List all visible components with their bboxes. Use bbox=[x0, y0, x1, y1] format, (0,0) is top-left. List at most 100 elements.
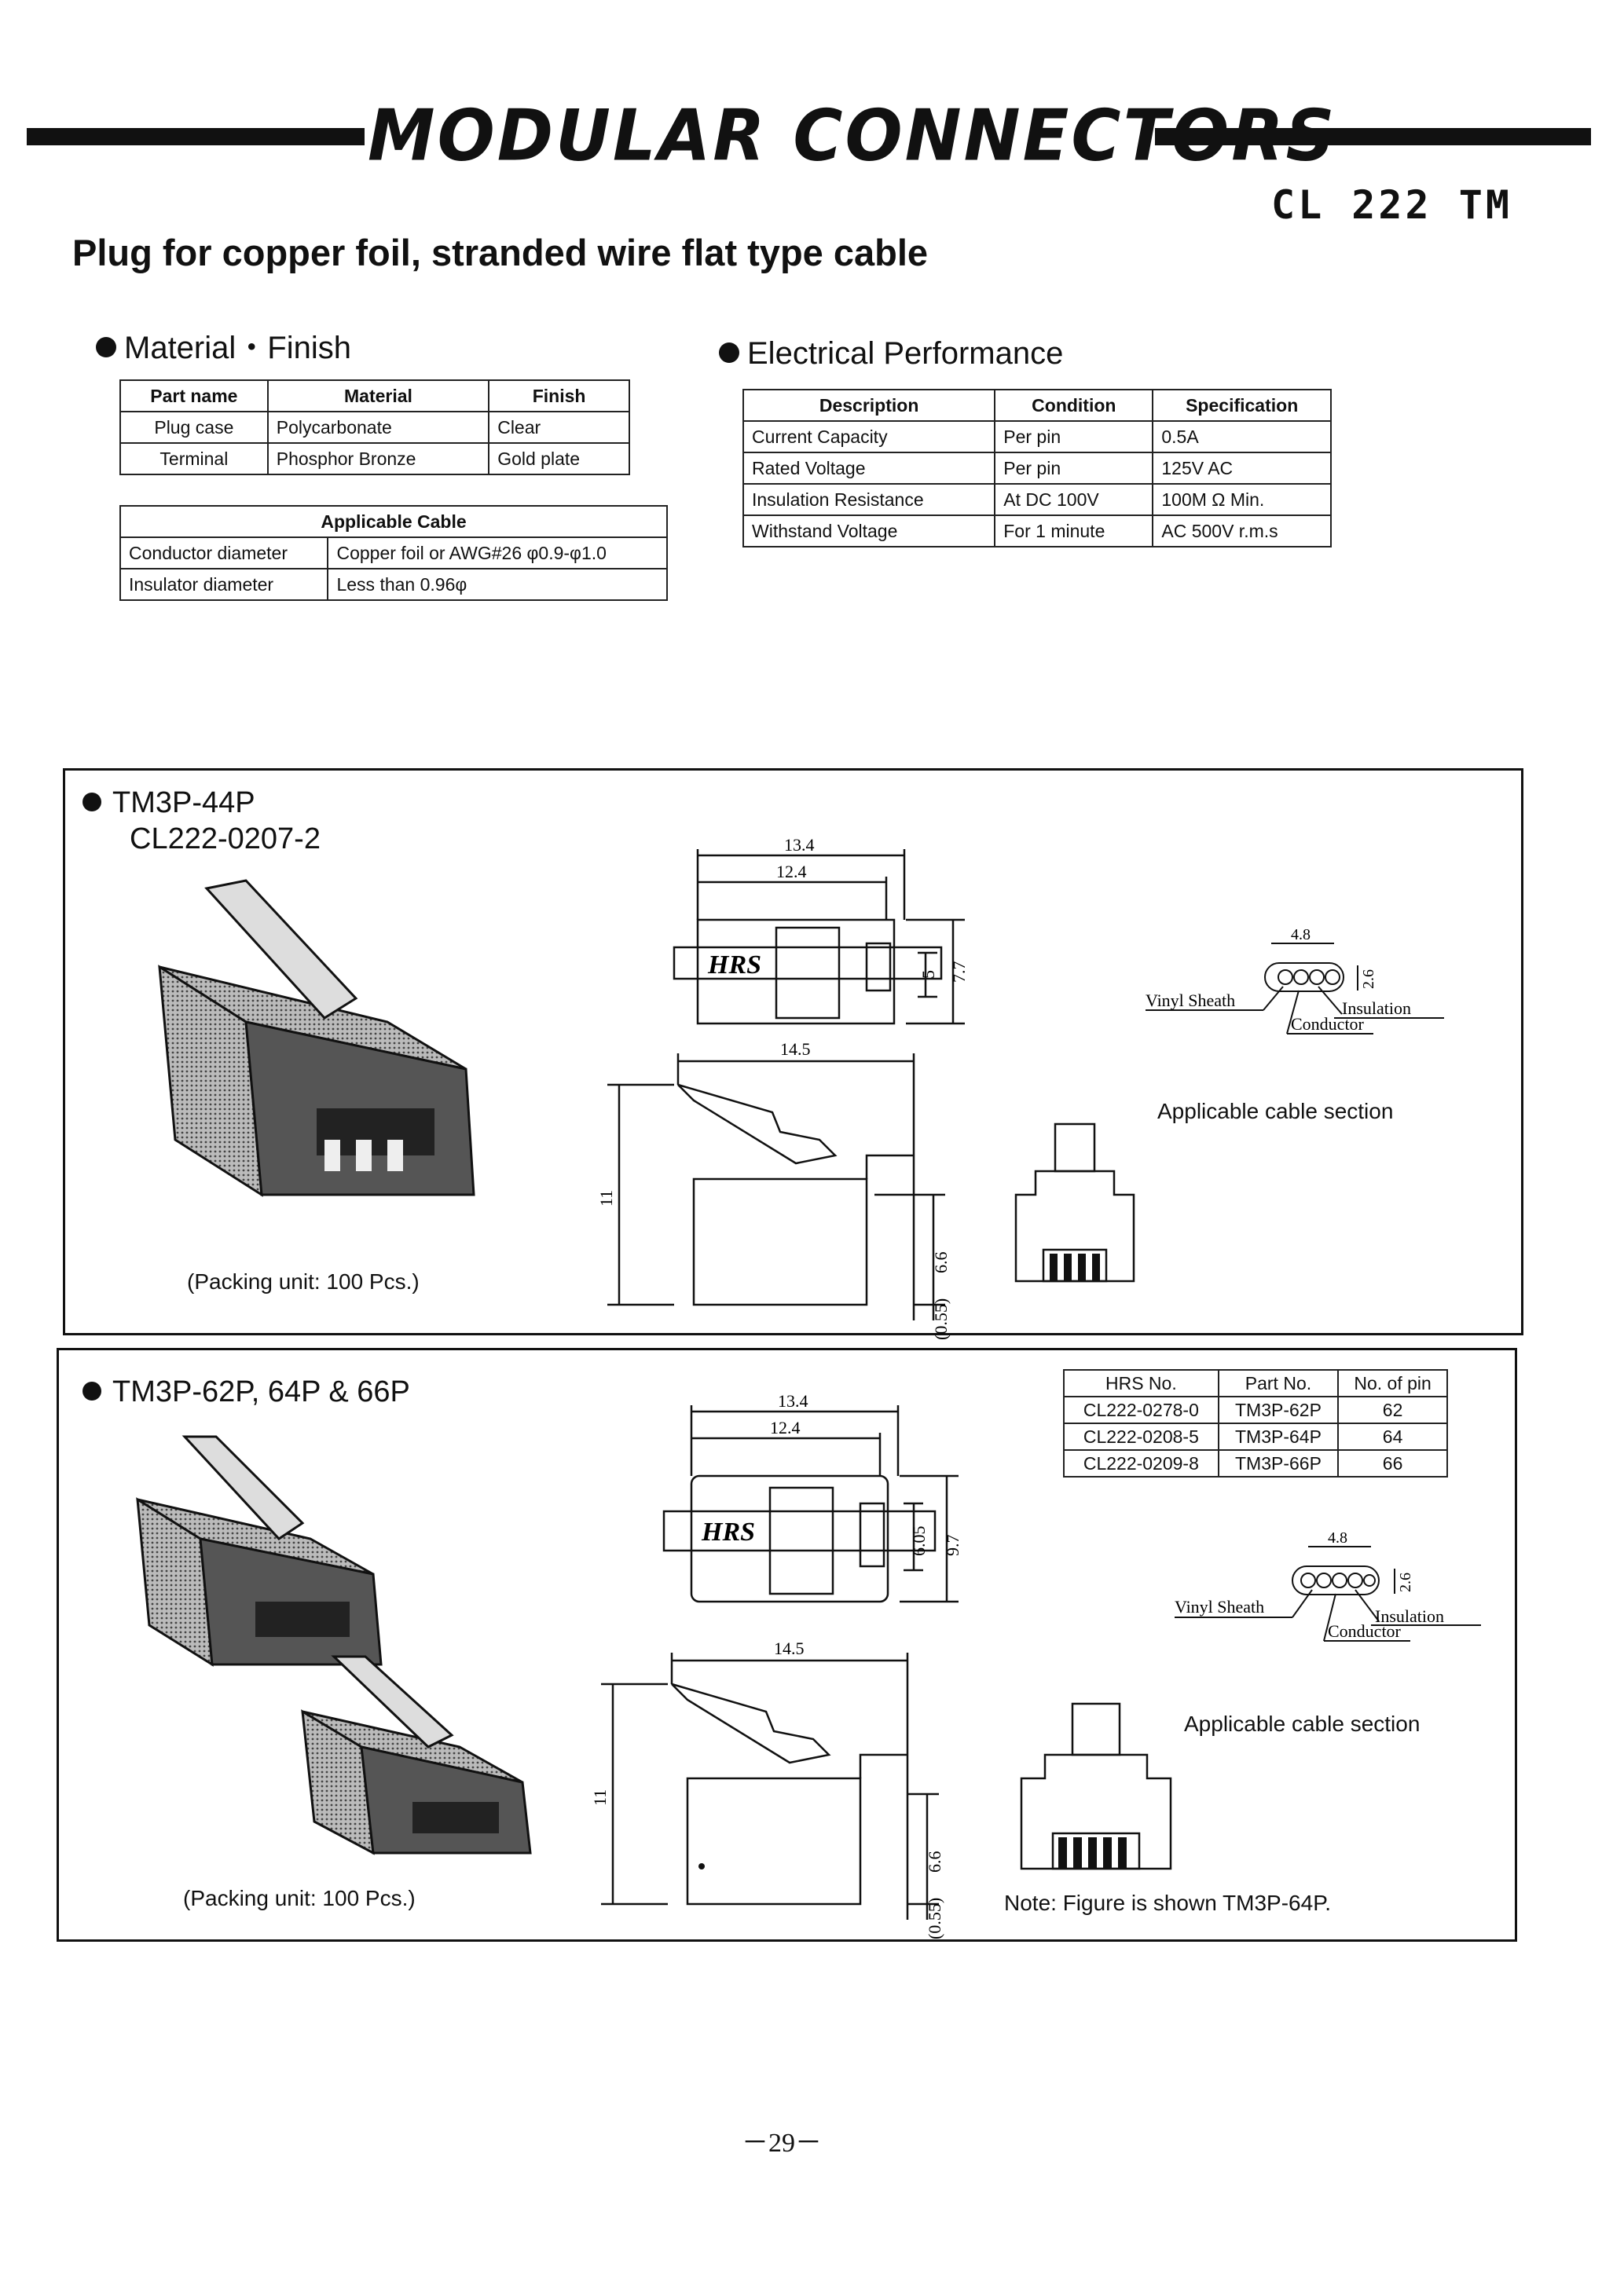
plug-drawing-side: 14.5 11 6.6 (0.55) bbox=[596, 1039, 951, 1340]
cable-section-caption: Applicable cable section bbox=[1157, 1099, 1394, 1123]
table-cell: Gold plate bbox=[488, 442, 630, 475]
table-cell: 62 bbox=[1337, 1396, 1448, 1424]
label-conductor: Conductor bbox=[1291, 1014, 1365, 1034]
plug-drawing-side: 14.5 11 6.6 (0.55) bbox=[590, 1639, 944, 1939]
table-cell: CL222-0208-5 bbox=[1063, 1423, 1219, 1451]
brand-mark: HRS bbox=[707, 950, 761, 980]
table-cell: For 1 minute bbox=[994, 514, 1154, 547]
table-cell: Insulation Resistance bbox=[742, 483, 996, 516]
plug-drawing-top: 13.4 12.4 HRS 6.05 9.7 bbox=[662, 1391, 962, 1603]
header-bar-right bbox=[1155, 128, 1591, 145]
table-cell: Plug case bbox=[119, 411, 269, 444]
table-row: Rated Voltage Per pin 125V AC bbox=[742, 452, 1332, 485]
table-cell: 0.5A bbox=[1152, 420, 1332, 453]
col-header: Specification bbox=[1152, 389, 1332, 422]
table-cell: TM3P-62P bbox=[1217, 1396, 1340, 1424]
table-row: CL222-0278-0 TM3P-62P 62 bbox=[1063, 1396, 1448, 1424]
dim-length: 14.5 bbox=[780, 1039, 811, 1059]
dim-body-height: 6.6 bbox=[931, 1252, 951, 1274]
table-cell: Terminal bbox=[119, 442, 269, 475]
label-conductor: Conductor bbox=[1328, 1621, 1402, 1641]
electrical-heading: Electrical Performance bbox=[719, 336, 1063, 372]
panel-title: TM3P-62P, 64P & 66P bbox=[82, 1374, 410, 1410]
material-heading: Material・Finish bbox=[96, 322, 351, 368]
col-header: HRS No. bbox=[1063, 1369, 1219, 1397]
table-cell: Clear bbox=[488, 411, 630, 444]
cable-section-drawing: 4.8 2.6 Vinyl Sheath Insulation Conducto… bbox=[1175, 1529, 1481, 1642]
cable-section-drawing: 4.8 2.6 Vinyl Sheath Insulation Conducto… bbox=[1146, 926, 1444, 1034]
table-row: Plug case Polycarbonate Clear bbox=[119, 411, 630, 444]
table-cell: Per pin bbox=[994, 420, 1154, 453]
table-row: CL222-0208-5 TM3P-64P 64 bbox=[1063, 1423, 1448, 1451]
page-number: －29－ bbox=[742, 2129, 822, 2158]
panel-title: TM3P-44P bbox=[82, 785, 255, 821]
product-panel-tm3p-6xp: TM3P-62P, 64P & 66P (Packing unit: 100 P… bbox=[57, 1348, 1517, 1942]
table-cell: Copper foil or AWG#26 φ0.9-φ1.0 bbox=[327, 536, 668, 569]
dim-total-width: 13.4 bbox=[784, 835, 815, 855]
col-header: Condition bbox=[994, 389, 1154, 422]
bullet-icon bbox=[719, 342, 739, 364]
dim-body-height: 6.6 bbox=[925, 1851, 944, 1873]
part-number-table: HRS No. Part No. No. of pin CL222-0278-0… bbox=[1063, 1369, 1448, 1478]
figure-note: Note: Figure is shown TM3P-64P. bbox=[1004, 1891, 1332, 1915]
table-cell: Withstand Voltage bbox=[742, 514, 996, 547]
table-cell: Insulator diameter bbox=[119, 568, 329, 601]
table-cell: AC 500V r.m.s bbox=[1152, 514, 1332, 547]
label-vinyl-sheath: Vinyl Sheath bbox=[1175, 1597, 1264, 1617]
dim-body-width: 12.4 bbox=[776, 862, 807, 881]
table-cell: CL222-0209-8 bbox=[1063, 1449, 1219, 1478]
table-row: Current Capacity Per pin 0.5A bbox=[742, 420, 1332, 453]
col-header: Part name bbox=[119, 379, 269, 412]
table-cell: CL222-0278-0 bbox=[1063, 1396, 1219, 1424]
bullet-icon bbox=[82, 1381, 101, 1401]
table-row: Terminal Phosphor Bronze Gold plate bbox=[119, 442, 630, 475]
plug-photo-2 bbox=[301, 1655, 532, 1855]
label-insulation: Insulation bbox=[1342, 998, 1411, 1018]
plug-drawing-top: 13.4 12.4 HRS 5 7.7 bbox=[673, 835, 969, 1025]
table-cell: Conductor diameter bbox=[119, 536, 329, 569]
cable-section-caption: Applicable cable section bbox=[1184, 1712, 1421, 1736]
dim-inner-height: 6.05 bbox=[909, 1526, 929, 1557]
table-row: CL222-0209-8 TM3P-66P 66 bbox=[1063, 1449, 1448, 1478]
col-header: Material bbox=[266, 379, 490, 412]
table-cell: Rated Voltage bbox=[742, 452, 996, 485]
packing-unit: (Packing unit: 100 Pcs.) bbox=[187, 1269, 420, 1294]
table-cell: Per pin bbox=[994, 452, 1154, 485]
dim-inner-height: 5 bbox=[918, 970, 938, 979]
cable-table: Applicable Cable Conductor diameter Copp… bbox=[119, 505, 668, 601]
material-table: Part name Material Finish Plug case Poly… bbox=[119, 379, 630, 475]
dim-tab: (0.55) bbox=[931, 1298, 951, 1340]
table-header-row: Applicable Cable bbox=[119, 505, 668, 538]
plug-drawing-front bbox=[1014, 1122, 1135, 1283]
dim-outer-height: 9.7 bbox=[943, 1535, 962, 1557]
table-header-row: HRS No. Part No. No. of pin bbox=[1063, 1369, 1448, 1397]
header-bar-left bbox=[27, 128, 365, 145]
dim-total-width: 13.4 bbox=[778, 1391, 808, 1411]
brand-mark: HRS bbox=[701, 1518, 755, 1547]
electrical-table: Description Condition Specification Curr… bbox=[742, 389, 1332, 547]
dim-cable-height: 2.6 bbox=[1397, 1573, 1414, 1592]
bullet-icon bbox=[82, 792, 101, 811]
dim-height: 11 bbox=[590, 1789, 610, 1806]
table-row: Insulator diameter Less than 0.96φ bbox=[119, 568, 668, 601]
col-header: Description bbox=[742, 389, 996, 422]
dim-cable-height: 2.6 bbox=[1360, 969, 1377, 989]
table-cell: TM3P-64P bbox=[1217, 1423, 1340, 1451]
series-code: CL 222 TM bbox=[1271, 182, 1512, 228]
table-row: Conductor diameter Copper foil or AWG#26… bbox=[119, 536, 668, 569]
dim-tab: (0.55) bbox=[925, 1898, 944, 1939]
dim-cable-width: 4.8 bbox=[1291, 926, 1311, 943]
col-header: Part No. bbox=[1217, 1369, 1340, 1397]
table-cell: 100M Ω Min. bbox=[1152, 483, 1332, 516]
dim-outer-height: 7.7 bbox=[949, 961, 969, 983]
table-cell: Polycarbonate bbox=[266, 411, 490, 444]
dim-body-width: 12.4 bbox=[770, 1418, 801, 1437]
dim-cable-width: 4.8 bbox=[1328, 1529, 1347, 1547]
col-header: No. of pin bbox=[1337, 1369, 1448, 1397]
table-cell: Current Capacity bbox=[742, 420, 996, 453]
label-vinyl-sheath: Vinyl Sheath bbox=[1146, 991, 1235, 1010]
table-row: Withstand Voltage For 1 minute AC 500V r… bbox=[742, 514, 1332, 547]
plug-photo-1 bbox=[136, 1435, 383, 1667]
col-header: Applicable Cable bbox=[119, 505, 668, 538]
table-header-row: Part name Material Finish bbox=[119, 379, 630, 412]
